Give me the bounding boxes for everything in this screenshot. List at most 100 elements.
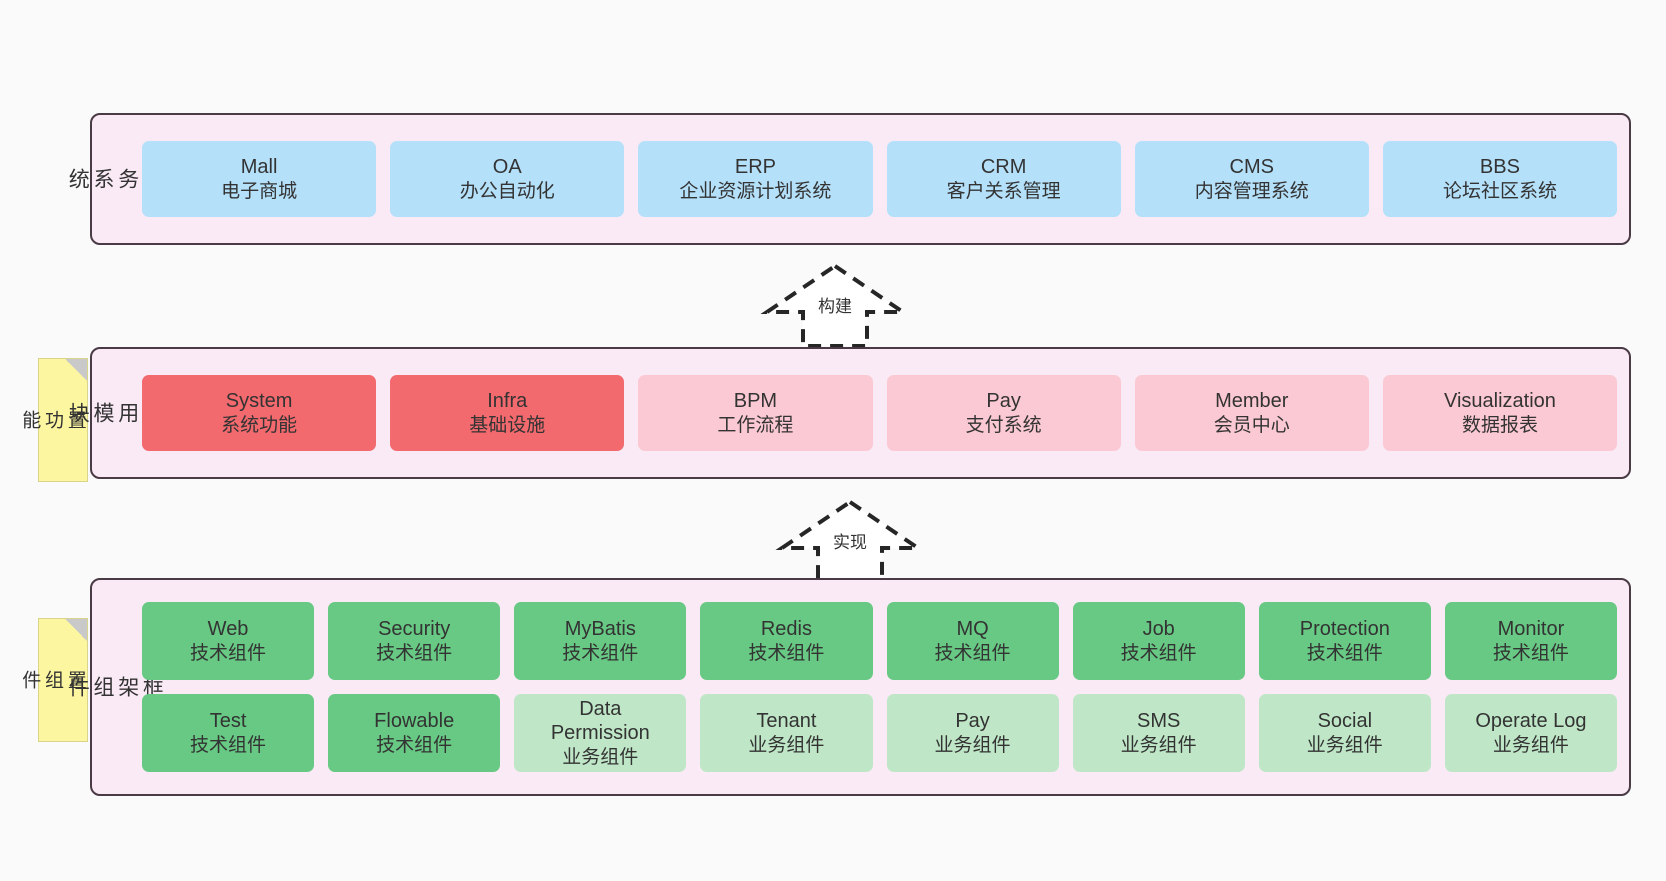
card-title: Redis [760,618,812,641]
card-mall[interactable]: Mall 电子商城 [142,141,377,217]
card-title: Social [1317,710,1373,733]
card-title: Tenant [756,710,817,733]
card-system[interactable]: System 系统功能 [142,375,377,451]
card-job[interactable]: Job 技术组件 [1072,602,1245,680]
card-web[interactable]: Web 技术组件 [142,602,315,680]
card-title: BPM [733,390,778,413]
card-subtitle: 工作流程 [717,414,794,436]
card-pay-module[interactable]: Pay 支付系统 [886,375,1121,451]
layer-body-framework-components: Web 技术组件 Security 技术组件 MyBatis 技术组件 Redi… [136,580,1629,794]
card-title: ERP [734,156,776,179]
card-title: Protection [1299,618,1390,641]
card-social[interactable]: Social 业务组件 [1258,694,1431,772]
layer-common-modules: 通 用 模 块 System 系统功能 Infra 基础设施 BPM 工作流程 … [66,347,1631,479]
card-flowable[interactable]: Flowable 技术组件 [328,694,501,772]
card-subtitle: 技术组件 [1306,642,1383,664]
card-subtitle: 基础设施 [469,414,546,436]
card-subtitle: 系统功能 [221,414,298,436]
card-infra[interactable]: Infra 基础设施 [390,375,625,451]
card-monitor[interactable]: Monitor 技术组件 [1444,602,1617,680]
card-redis[interactable]: Redis 技术组件 [700,602,873,680]
card-bbs[interactable]: BBS 论坛社区系统 [1382,141,1618,217]
layer-body-business-systems: Mall 电子商城 OA 办公自动化 ERP 企业资源计划系统 CRM 客户关系… [136,115,1629,243]
card-title: Monitor [1497,618,1565,641]
card-subtitle: 客户关系管理 [946,180,1061,202]
card-subtitle: 技术组件 [562,642,639,664]
card-subtitle: 办公自动化 [459,180,555,202]
card-protection[interactable]: Protection 技术组件 [1258,602,1431,680]
card-title: Data Permission [550,698,650,745]
card-title: Infra [487,390,528,413]
card-data-permission[interactable]: Data Permission 业务组件 [514,694,687,772]
card-subtitle: 技术组件 [934,642,1011,664]
card-subtitle: 企业资源计划系统 [679,180,832,202]
framework-row-technical: Web 技术组件 Security 技术组件 MyBatis 技术组件 Redi… [142,602,1617,680]
card-subtitle: 业务组件 [562,746,639,768]
card-subtitle: 数据报表 [1461,414,1538,436]
layer-title-common-modules: 通 用 模 块 [66,402,163,424]
connector-implement-label: 实现 [833,533,867,552]
card-subtitle: 支付系统 [965,414,1042,436]
card-subtitle: 业务组件 [1306,734,1383,756]
card-erp[interactable]: ERP 企业资源计划系统 [638,141,873,217]
layer-business-systems: 业 务 系 统 Mall 电子商城 OA 办公自动化 ERP 企业资源计划系统 … [66,113,1631,245]
layer-title-business-systems: 业 务 系 统 [66,168,163,190]
card-mybatis[interactable]: MyBatis 技术组件 [514,602,687,680]
card-operate-log[interactable]: Operate Log 业务组件 [1444,694,1617,772]
card-bpm[interactable]: BPM 工作流程 [638,375,873,451]
card-title: Pay [955,710,990,733]
framework-row-business: Test 技术组件 Flowable 技术组件 Data Permission … [142,694,1617,772]
card-subtitle: 技术组件 [748,642,825,664]
card-title: System [225,390,293,413]
card-cms[interactable]: CMS 内容管理系统 [1134,141,1369,217]
card-pay-component[interactable]: Pay 业务组件 [886,694,1059,772]
card-oa[interactable]: OA 办公自动化 [390,141,625,217]
card-subtitle: 业务组件 [1492,734,1569,756]
card-subtitle: 业务组件 [748,734,825,756]
card-title: Job [1142,618,1175,641]
card-subtitle: 技术组件 [1120,642,1197,664]
card-subtitle: 电子商城 [221,180,298,202]
card-title: OA [492,156,522,179]
card-test[interactable]: Test 技术组件 [142,694,315,772]
card-mq[interactable]: MQ 技术组件 [886,602,1059,680]
card-title: Pay [986,390,1021,413]
card-subtitle: 技术组件 [376,642,453,664]
note-fold-icon [65,619,87,641]
connector-build: 构建 [755,262,915,350]
card-title: BBS [1479,156,1520,179]
card-member[interactable]: Member 会员中心 [1134,375,1369,451]
connector-implement: 实现 [770,498,930,586]
note-fold-icon [65,359,87,381]
card-tenant[interactable]: Tenant 业务组件 [700,694,873,772]
layer-framework-components: 框 架 组 件 Web 技术组件 Security 技术组件 MyBatis 技… [66,578,1631,796]
card-subtitle: 技术组件 [190,642,267,664]
card-title: Operate Log [1475,710,1587,733]
card-title: SMS [1137,710,1181,733]
card-title: Visualization [1443,390,1556,413]
card-title: Mall [240,156,278,179]
card-title: Member [1215,390,1289,413]
card-subtitle: 论坛社区系统 [1442,180,1557,202]
card-sms[interactable]: SMS 业务组件 [1072,694,1245,772]
card-title: Test [209,710,247,733]
layer-title-framework-components: 框 架 组 件 [66,676,164,698]
card-subtitle: 技术组件 [376,734,453,756]
card-subtitle: 会员中心 [1213,414,1290,436]
card-title: CMS [1229,156,1274,179]
card-title: MyBatis [564,618,636,641]
connector-build-label: 构建 [818,297,852,316]
build-arrow-icon [760,263,910,348]
card-subtitle: 业务组件 [1120,734,1197,756]
card-title: CRM [980,156,1027,179]
card-subtitle: 内容管理系统 [1194,180,1309,202]
card-crm[interactable]: CRM 客户关系管理 [886,141,1121,217]
layer-body-common-modules: System 系统功能 Infra 基础设施 BPM 工作流程 Pay 支付系统… [136,349,1629,477]
sticky-note-builtin-features: 内 置 功 能 [19,358,109,482]
card-visualization[interactable]: Visualization 数据报表 [1382,375,1618,451]
card-title: Security [378,618,451,641]
card-title: Flowable [374,710,455,733]
card-subtitle: 业务组件 [934,734,1011,756]
card-security[interactable]: Security 技术组件 [328,602,501,680]
